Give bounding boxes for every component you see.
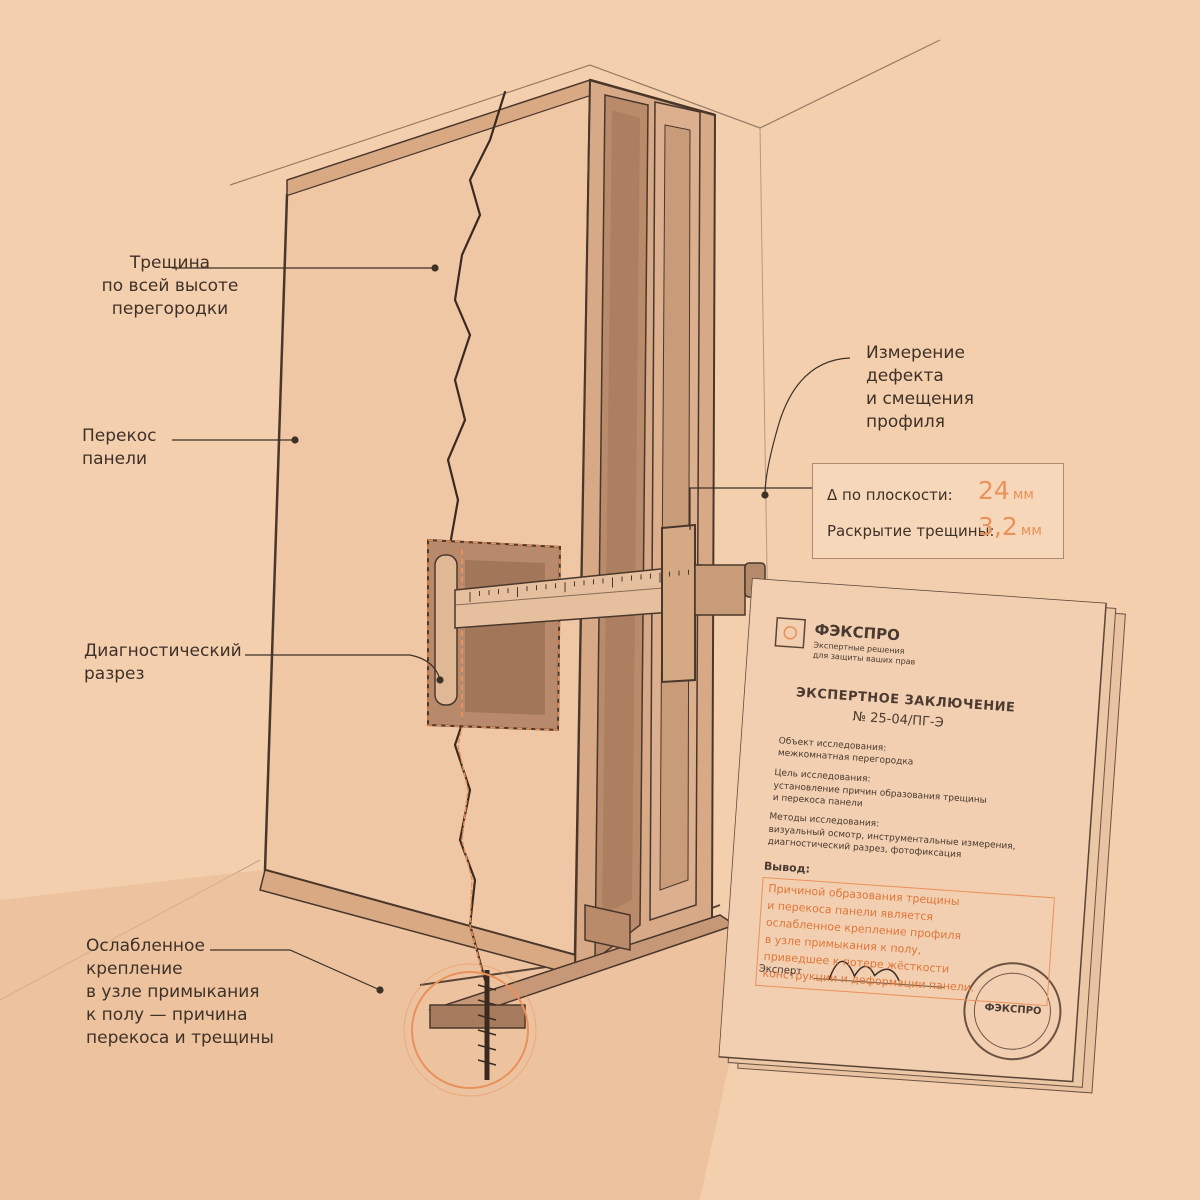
cut-label: Диагностический разрез	[84, 641, 242, 684]
measurement-label: Измерение дефекта и смещения профиля	[866, 343, 974, 432]
partition-panel	[259, 78, 592, 976]
floor-fastening-label: Ослабленное крепление в узле примыкания …	[86, 936, 274, 1048]
metal-profile-frame	[573, 78, 717, 977]
diagnostic-cut	[427, 538, 562, 732]
leader-lines	[172, 264, 851, 994]
floor-track	[428, 904, 737, 1029]
report-paper	[717, 578, 1126, 1094]
crack-label: Трещина по всей высоте перегородки	[101, 253, 239, 319]
conclusion-text: Причиной образования трещины и перекоса …	[762, 881, 975, 995]
measuring-caliper	[454, 523, 766, 684]
skew-label: Перекос панели	[82, 426, 157, 469]
plane-deviation-label: Δ по плоскости:	[827, 486, 953, 504]
crack-opening-label: Раскрытие трещины:	[827, 522, 995, 540]
expert-report: ФЭКСПРО Экспертные решения для защиты ва…	[717, 578, 1126, 1094]
floor-fastener	[403, 963, 537, 1097]
